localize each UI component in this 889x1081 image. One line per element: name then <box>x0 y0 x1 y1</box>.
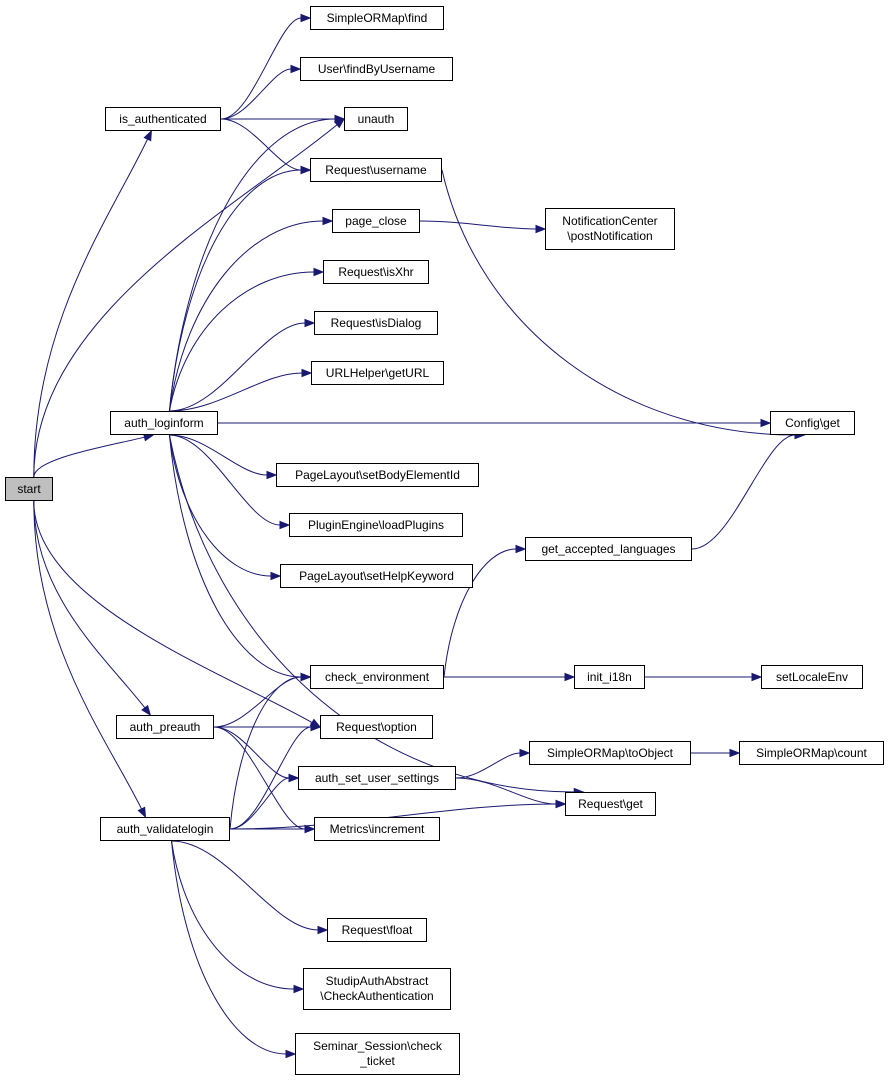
edge-is_authenticated-to-find <box>220 17 302 120</box>
node-reqfloat[interactable]: Request\float <box>327 918 427 942</box>
edge-auth_validatelogin-to-reqfloat <box>171 840 319 931</box>
node-get-accepted[interactable]: get_accepted_languages <box>525 537 692 561</box>
node-auth-set[interactable]: auth_set_user_settings <box>298 766 456 790</box>
edge-start-to-auth_preauth <box>33 500 146 709</box>
arrowhead-auth_loginform-to-page_close <box>322 216 334 226</box>
arrowhead-is_authenticated-to-find <box>300 13 312 23</box>
edge-auth_loginform-to-getURL <box>169 372 303 412</box>
edge-username-to-configget <box>441 169 796 436</box>
arrowhead-auth_loginform-to-setBody <box>266 470 278 480</box>
arrowhead-start-to-auth_preauth <box>141 704 152 717</box>
arrowhead-start-to-is_authenticated <box>143 129 152 142</box>
edge-is_authenticated-to-username <box>220 118 302 171</box>
edge-auth_set-to-toObject <box>455 752 521 779</box>
node-getURL[interactable]: URLHelper\getURL <box>311 361 444 385</box>
arrowhead-start-to-auth_validatelogin <box>137 806 147 819</box>
node-notif[interactable]: NotificationCenter \postNotification <box>545 208 675 250</box>
edge-auth_set-to-reqget <box>455 777 557 805</box>
arrowhead-init_i18n-to-setLocale <box>751 672 763 682</box>
edge-auth_preauth-to-metrics <box>213 726 306 830</box>
edge-auth_validatelogin-to-check_env <box>229 676 302 830</box>
node-seminar[interactable]: Seminar_Session\check _ticket <box>295 1033 460 1075</box>
node-configget[interactable]: Config\get <box>770 411 855 435</box>
node-start[interactable]: start <box>5 477 53 501</box>
node-check-env[interactable]: check_environment <box>310 665 444 689</box>
node-find[interactable]: SimpleORMap\find <box>310 6 444 30</box>
arrowhead-check_env-to-get_accepted <box>515 544 527 554</box>
node-option[interactable]: Request\option <box>320 715 433 739</box>
edge-start-to-auth_loginform <box>33 436 145 478</box>
node-unauth[interactable]: unauth <box>344 107 408 131</box>
edge-auth_validatelogin-to-studip <box>171 840 295 990</box>
edge-auth_loginform-to-setBody <box>169 434 268 476</box>
arrowhead-auth_loginform-to-configget <box>760 418 772 428</box>
edge-start-to-option <box>33 500 313 724</box>
edge-auth_preauth-to-check_env <box>213 676 302 728</box>
edge-auth_validatelogin-to-reqget <box>229 803 557 830</box>
node-auth-validatelogin[interactable]: auth_validatelogin <box>100 817 230 841</box>
node-setBody[interactable]: PageLayout\setBodyElementId <box>276 463 479 487</box>
arrowhead-is_authenticated-to-findByUsername <box>290 64 302 74</box>
edge-start-to-unauth <box>33 124 338 478</box>
edge-auth_loginform-to-setHelp <box>168 434 272 577</box>
node-loadPlugins[interactable]: PluginEngine\loadPlugins <box>289 513 463 537</box>
edge-auth_loginform-to-check_env <box>168 434 302 678</box>
edge-auth_loginform-to-loadPlugins <box>169 434 281 526</box>
arrowhead-auth_validatelogin-to-seminar <box>285 1049 297 1059</box>
node-is-authenticated[interactable]: is_authenticated <box>105 107 221 131</box>
edge-auth_validatelogin-to-auth_set <box>229 777 290 830</box>
node-isDialog[interactable]: Request\isDialog <box>314 311 438 335</box>
arrowhead-auth_loginform-to-unauth <box>334 114 346 124</box>
edge-is_authenticated-to-findByUsername <box>220 68 292 120</box>
node-username[interactable]: Request\username <box>310 158 442 182</box>
node-setLocale[interactable]: setLocaleEnv <box>761 665 863 689</box>
arrowhead-auth_validatelogin-to-metrics <box>304 824 316 834</box>
edge-auth_preauth-to-auth_set <box>213 726 290 779</box>
arrowhead-toObject-to-count <box>729 748 741 758</box>
arrowhead-auth_loginform-to-isXhr <box>313 267 325 277</box>
edge-auth_validatelogin-to-option <box>229 726 312 830</box>
arrowhead-auth_validatelogin-to-check_env <box>300 672 312 682</box>
arrowhead-auth_validatelogin-to-auth_set <box>288 773 300 783</box>
node-count[interactable]: SimpleORMap\count <box>739 741 884 765</box>
arrowhead-auth_validatelogin-to-option <box>310 722 322 732</box>
edge-auth_loginform-to-reqget <box>168 434 575 793</box>
node-auth-preauth[interactable]: auth_preauth <box>116 715 214 739</box>
arrowhead-auth_loginform-to-username <box>300 165 312 175</box>
edge-page_close-to-notif <box>419 220 537 230</box>
edge-start-to-auth_validatelogin <box>33 500 142 810</box>
arrowhead-page_close-to-notif <box>535 224 547 234</box>
arrowhead-auth_validatelogin-to-reqfloat <box>317 925 329 935</box>
arrowhead-check_env-to-init_i18n <box>564 672 576 682</box>
edge-auth_loginform-to-isDialog <box>169 322 306 412</box>
edge-start-to-is_authenticated <box>33 138 148 478</box>
node-studip[interactable]: StudipAuthAbstract \CheckAuthentication <box>303 968 451 1010</box>
arrowhead-auth_loginform-to-loadPlugins <box>279 520 291 530</box>
arrowhead-auth_loginform-to-getURL <box>301 368 313 378</box>
node-setHelp[interactable]: PageLayout\setHelpKeyword <box>280 564 473 588</box>
node-metrics[interactable]: Metrics\increment <box>314 817 440 841</box>
edge-auth_loginform-to-page_close <box>168 220 324 412</box>
node-init-i18n[interactable]: init_i18n <box>574 665 645 689</box>
edge-auth_loginform-to-username <box>168 169 302 412</box>
node-findByUsername[interactable]: User\findByUsername <box>300 57 453 81</box>
node-reqget[interactable]: Request\get <box>565 792 656 816</box>
arrowhead-auth_loginform-to-isDialog <box>304 318 316 328</box>
arrowhead-auth_set-to-toObject <box>519 748 531 758</box>
node-page-close[interactable]: page_close <box>332 209 420 233</box>
node-isXhr[interactable]: Request\isXhr <box>323 260 429 284</box>
arrowhead-auth_validatelogin-to-reqget <box>555 799 567 809</box>
edge-get_accepted-to-configget <box>691 434 796 550</box>
arrowhead-auth_loginform-to-setHelp <box>270 571 282 581</box>
edge-auth_loginform-to-isXhr <box>168 271 315 412</box>
edge-auth_validatelogin-to-seminar <box>171 840 287 1055</box>
node-auth-loginform[interactable]: auth_loginform <box>110 411 218 435</box>
arrowhead-auth_validatelogin-to-studip <box>293 984 305 994</box>
node-toObject[interactable]: SimpleORMap\toObject <box>529 741 691 765</box>
